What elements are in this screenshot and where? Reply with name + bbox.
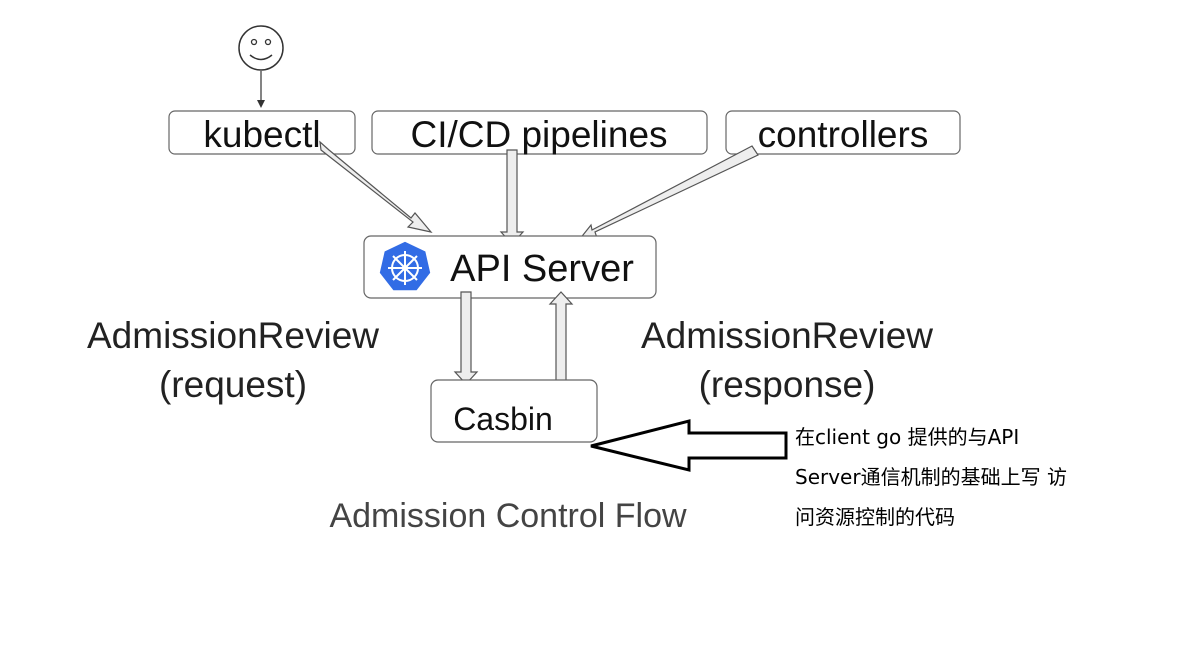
api-server-label: API Server [450,248,634,290]
cicd-pipelines-label: CI/CD pipelines [410,114,667,155]
admission-review-response-line2: (response) [699,364,876,405]
casbin-box: Casbin [430,379,598,443]
note-pointer-arrow [590,419,788,472]
admission-review-request-line2: (request) [159,364,307,405]
kubectl-box: kubectl [168,110,356,155]
admission-review-request-line1: AdmissionReview [87,315,379,356]
diagram-caption: Admission Control Flow [329,497,687,535]
api-server-box: API Server [363,235,657,299]
controllers-to-api-arrow [577,145,759,241]
controllers-box: controllers [725,110,961,155]
admission-review-request-label: AdmissionReview (request) [87,315,379,405]
admission-review-response-line1: AdmissionReview [641,315,933,356]
cicd-to-api-arrow [499,149,525,245]
annotation-note-line3: 问资源控制的代码 [795,505,955,529]
api-to-casbin-arrow [453,291,479,385]
kubectl-to-api-arrow [319,140,433,233]
annotation-note-line2: Server通信机制的基础上写 访 [795,465,1067,489]
kubectl-label: kubectl [203,114,320,155]
casbin-to-api-arrow [548,291,574,385]
kubernetes-helm-icon [378,240,432,292]
smiley-face-icon [238,25,284,71]
casbin-label: Casbin [453,401,553,437]
annotation-note-line1: 在client go 提供的与API [795,425,1019,449]
admission-review-response-label: AdmissionReview (response) [641,315,933,405]
cicd-pipelines-box: CI/CD pipelines [371,110,708,155]
annotation-note: 在client go 提供的与API Server通信机制的基础上写 访 问资源… [795,425,1067,529]
user-to-kubectl-arrow [257,71,265,108]
controllers-label: controllers [758,114,929,155]
